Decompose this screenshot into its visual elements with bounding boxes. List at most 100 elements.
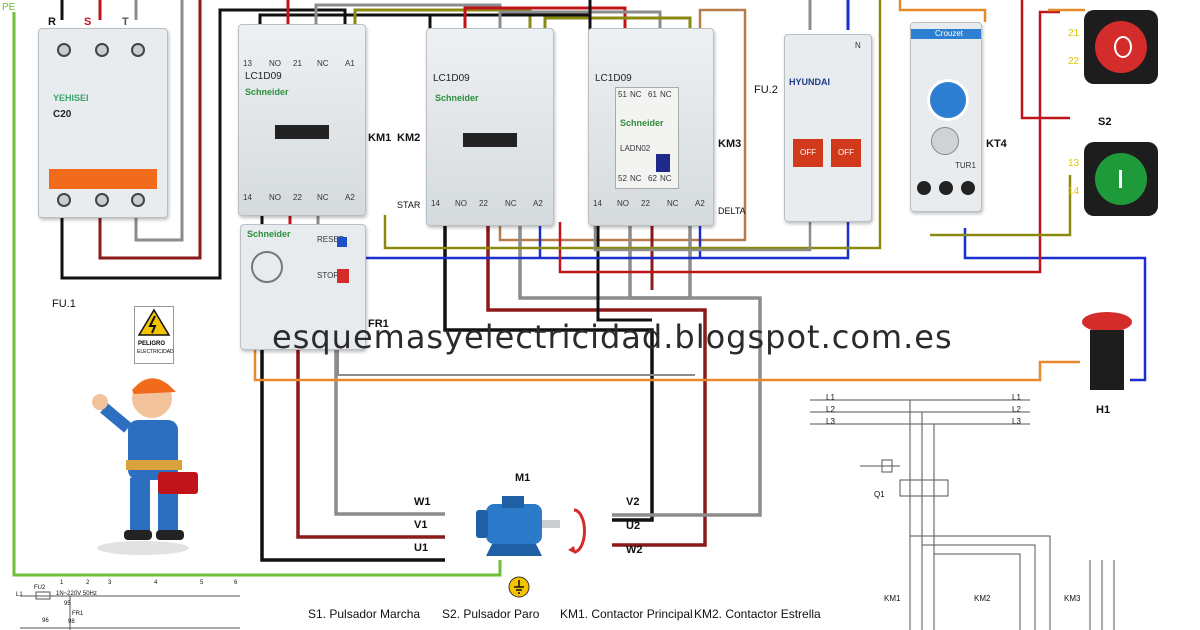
km2-model: LC1D09 [433,73,470,84]
motor-icon [476,496,560,556]
strip-col-6: 6 [234,580,238,586]
contactor-km2: LC1D09 Schneider 14 NO 22 NC A2 [426,28,554,226]
strip-95: 95 [64,601,71,607]
strip-fr1: FR1 [72,611,84,617]
breaker-terminal [57,43,71,57]
motor-v2: V2 [626,496,640,508]
breaker-switch-1[interactable]: OFF [793,139,823,167]
breaker-terminal [95,193,109,207]
motor-w2: W2 [626,544,643,556]
caption-km2: KM2. Contactor Estrella [694,607,821,621]
sch-km1: KM1 [884,594,901,603]
timer-knob[interactable] [931,127,959,155]
fr1-reset: RESET [317,235,344,244]
m1-tag: M1 [515,472,531,484]
km1-top-a1: A1 [345,59,355,68]
sch-l1-right: L1 [1012,393,1021,402]
km2-bot-nc: NC [505,199,517,208]
km1-bot-14: 14 [243,193,252,202]
breaker-handle[interactable] [49,169,157,189]
km1-brand: Schneider [245,87,289,97]
breaker-switch-2[interactable]: OFF [831,139,861,167]
km2-bot-22: 22 [479,199,488,208]
kt4-tag: KT4 [986,138,1007,150]
breaker-terminal [131,43,145,57]
aux-brand: Schneider [620,118,664,128]
strip-col-2: 2 [86,580,90,586]
fr1-tag: FR1 [368,318,389,330]
timer-terminal [917,181,931,195]
h1-tag: H1 [1096,404,1111,416]
off-label-1: OFF [800,148,816,157]
strip-l1: L1 [16,592,23,598]
breaker-terminal [95,43,109,57]
fu2-label: FU.2 [754,84,778,96]
km1-bot-no: NO [269,193,281,202]
km1-model: LC1D09 [245,71,282,82]
warning-line2: ELECTRICIDAD [137,349,174,355]
km1-bot-a2: A2 [345,193,355,202]
km3-bot-nc: NC [667,199,679,208]
km2-bot-no: NO [455,199,467,208]
timer-kt4: Crouzet TUR1 [910,22,982,212]
sch-km3: KM3 [1064,594,1081,603]
km2-bot-14: 14 [431,199,440,208]
breaker-model: C20 [53,109,72,120]
sch-l3: L3 [826,417,835,426]
aux-bot-62: 62 [648,174,657,183]
km3-tag: KM3 [718,138,742,150]
s2-tag: S2 [1098,116,1112,128]
motor-u1: U1 [414,542,429,554]
sch-l2-right: L2 [1012,405,1021,414]
main-breaker: YEHISEI C20 [38,28,168,218]
fr1-stop: STOP [317,271,339,280]
pilot-lens [1082,312,1132,332]
fu1-label: FU.1 [52,298,76,310]
contactor-km1: LC1D09 Schneider 13 NO 21 NC A1 14 NO 22… [238,24,366,216]
motor-v1: V1 [414,519,428,531]
fr1-dial[interactable] [251,251,283,283]
breaker-terminal [57,193,71,207]
motor-w1: W1 [414,496,431,508]
stop-button[interactable] [337,269,349,283]
strip-96: 96 [42,618,49,624]
reset-button[interactable] [337,237,347,247]
delta-label: DELTA [718,206,746,216]
motor-u2: U2 [626,520,641,532]
danger-sign: PELIGRO ELECTRICIDAD [134,306,174,364]
start-pushbutton[interactable] [1084,142,1158,216]
aux-bot-52: 52 [618,174,627,183]
phase-t-label: T [122,16,129,28]
sch-l1: L1 [826,393,835,402]
km1-bot-22: 22 [293,193,302,202]
start-term-14: 14 [1068,186,1080,197]
km1-top-21: 21 [293,59,302,68]
aux-top-nc1: NC [630,90,642,99]
km1-top-nc: NC [317,59,329,68]
aux-top-51: 51 [618,90,627,99]
s2-term-21: 21 [1068,28,1080,39]
km1-top-13: 13 [243,59,252,68]
sch-q1: Q1 [874,490,885,499]
start-symbol-icon [1119,170,1122,188]
strip-col-5: 5 [200,580,204,586]
aux-top-61: 61 [648,90,657,99]
timer-dial[interactable] [927,79,969,121]
stop-pushbutton[interactable] [1084,10,1158,84]
strip-supply: 1N~220V 50Hz [56,591,97,597]
pe-label: PE [2,2,16,13]
km2-tag: KM2 [397,132,421,144]
km3-bot-14: 14 [593,199,602,208]
aux-bot-nc2: NC [660,174,672,183]
caption-s2: S2. Pulsador Paro [442,607,540,621]
km1-tag: KM1 [368,132,392,144]
crouzet-brand: Crouzet [935,29,964,38]
strip-col-3: 3 [108,580,112,586]
sch-km2: KM2 [974,594,991,603]
timer-terminal [939,181,953,195]
fr1-brand: Schneider [247,229,291,239]
phase-s-label: S [84,16,92,28]
star-label: STAR [397,200,421,210]
aux-bot-nc1: NC [630,174,642,183]
